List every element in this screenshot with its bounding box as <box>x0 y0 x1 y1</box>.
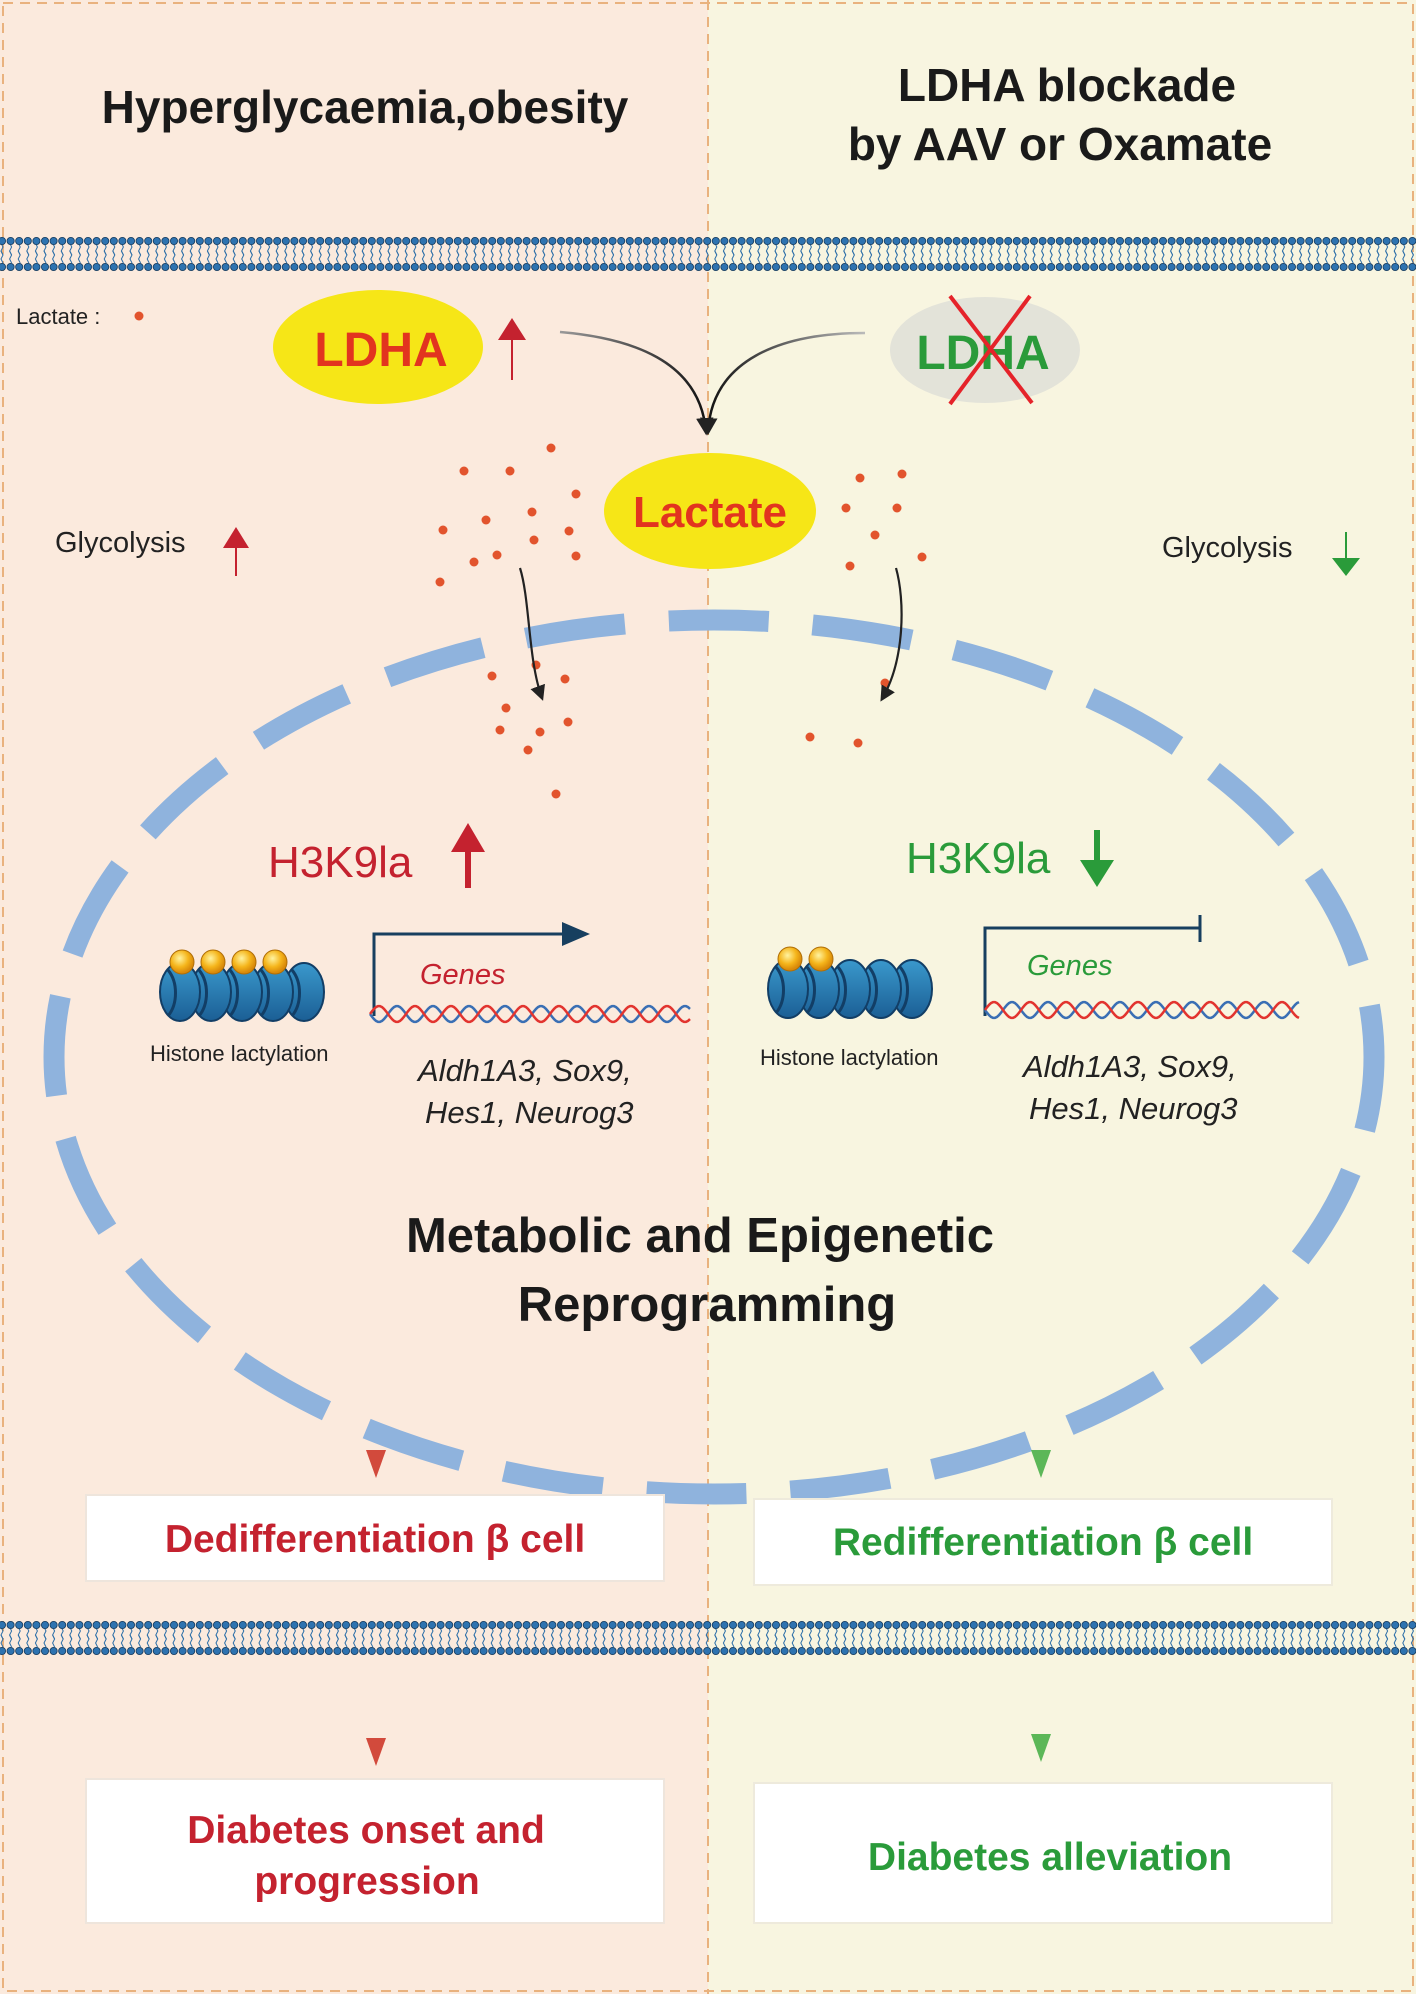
cell-membrane-top <box>0 236 1416 271</box>
lactate-ellipse <box>604 453 816 569</box>
glycolysis-up-arrow-icon <box>223 527 249 576</box>
transcription-arrowhead-icon <box>562 922 590 946</box>
ldha-up-arrow-icon <box>498 318 526 380</box>
alleviation-label: Diabetes alleviation <box>868 1836 1232 1879</box>
histone-label-left: Histone lactylation <box>150 1041 329 1066</box>
central-title-line2: Reprogramming <box>518 1278 896 1332</box>
right-header-line2: by AAV or Oxamate <box>848 118 1272 170</box>
glycolysis-label-left: Glycolysis <box>55 527 186 559</box>
genes-label-right: Genes <box>1027 950 1112 982</box>
lactate-legend-label: Lactate : <box>16 304 100 329</box>
lactate-label: Lactate <box>633 488 787 537</box>
transcription-block-right <box>983 926 1200 1016</box>
dediff-box <box>85 1494 665 1582</box>
arrow-to-alleviation-head-icon <box>1031 1734 1051 1762</box>
ldha-label-left: LDHA <box>314 324 447 377</box>
transcription-start-arrow-left <box>372 932 566 1016</box>
arrow-to-rediff-head-icon <box>1031 1450 1051 1478</box>
gene-list-right-line2: Hes1, Neurog3 <box>1029 1091 1238 1126</box>
onset-label-line2: progression <box>254 1860 479 1903</box>
nucleus-envelope <box>43 609 1385 1505</box>
gene-list-right-line1: Aldh1A3, Sox9, <box>1021 1049 1237 1084</box>
h3k9la-label-right: H3K9la <box>906 834 1051 883</box>
arrow-to-onset-head-icon <box>366 1738 386 1766</box>
ldha-to-lactate-arrow-right <box>700 331 866 436</box>
rediff-label: Redifferentiation β cell <box>833 1521 1253 1564</box>
onset-label-line1: Diabetes onset and <box>187 1809 545 1852</box>
alleviation-box <box>753 1782 1333 1924</box>
glycolysis-down-arrow-icon <box>1332 532 1360 576</box>
histone-label-right: Histone lactylation <box>760 1045 939 1070</box>
ldha-ellipse-left <box>273 290 483 404</box>
glycolysis-label-right: Glycolysis <box>1162 532 1293 564</box>
right-header-line1: LDHA blockade <box>898 59 1236 111</box>
nucleosome-array-right <box>766 946 934 1020</box>
arrow-to-dediff-head-icon <box>366 1450 386 1478</box>
lactate-into-nucleus-arrow-left <box>518 567 545 701</box>
ldha-to-lactate-arrow-left <box>559 330 714 436</box>
genes-label-left: Genes <box>420 959 505 991</box>
h3k9la-down-arrow-icon <box>1080 830 1114 887</box>
central-title-line1: Metabolic and Epigenetic <box>406 1209 994 1263</box>
dna-helix-left <box>368 1004 691 1024</box>
lactate-into-nucleus-arrow-right <box>880 567 903 702</box>
gene-list-left-line2: Hes1, Neurog3 <box>425 1095 634 1130</box>
nucleosome-array-left <box>158 949 326 1023</box>
dna-helix-right <box>983 1000 1300 1020</box>
h3k9la-label-left: H3K9la <box>268 838 413 887</box>
dediff-label: Dedifferentiation β cell <box>165 1518 585 1561</box>
ldha-ellipse-right <box>890 297 1080 403</box>
h3k9la-up-arrow-icon <box>451 823 485 888</box>
ldha-label-right: LDHA <box>916 327 1049 380</box>
rediff-box <box>753 1498 1333 1586</box>
lactate-legend-dot <box>134 311 144 321</box>
left-header: Hyperglycaemia,obesity <box>102 81 629 133</box>
block-cross-icon-stroke2 <box>948 294 1032 406</box>
onset-box <box>85 1778 665 1924</box>
cell-membrane-bottom <box>0 1621 1416 1656</box>
gene-list-left-line1: Aldh1A3, Sox9, <box>416 1053 632 1088</box>
